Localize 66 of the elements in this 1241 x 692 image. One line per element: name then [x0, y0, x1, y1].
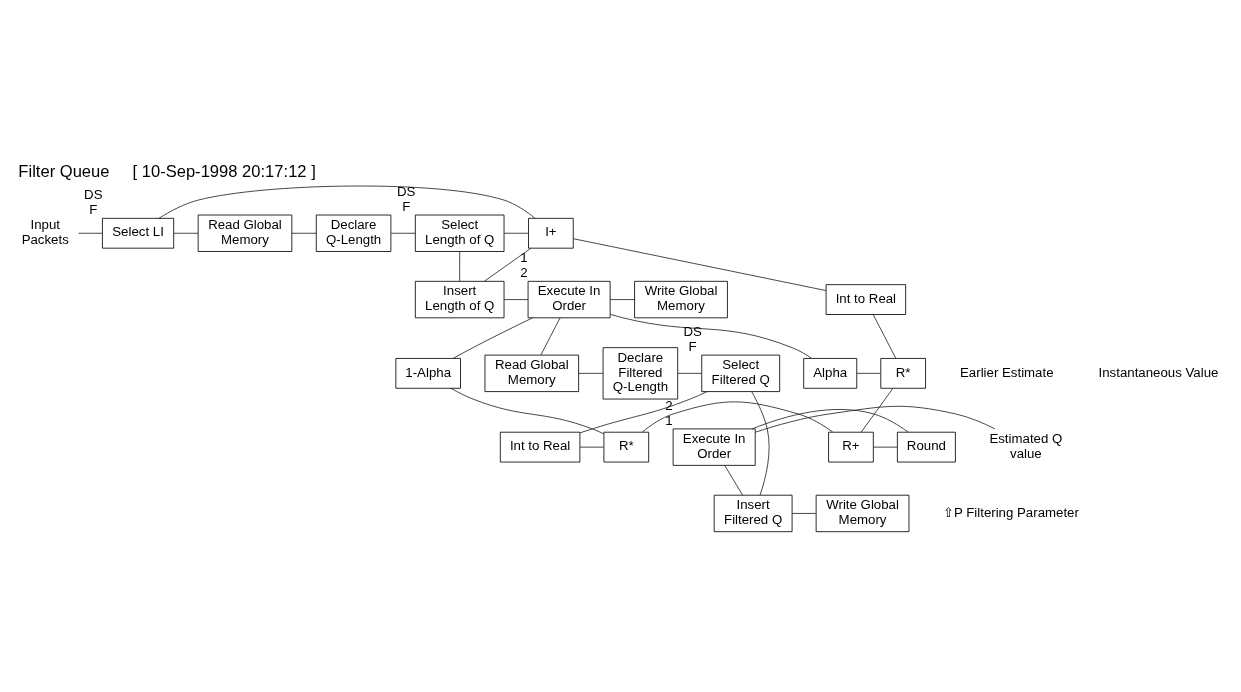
connector — [872, 314, 897, 359]
connector — [540, 317, 561, 356]
connector — [579, 446, 604, 448]
node-box: Round — [896, 431, 956, 463]
connector — [641, 401, 834, 433]
node-label: DS — [84, 187, 103, 203]
node-label: 1 — [665, 412, 673, 428]
node-label: DS — [397, 183, 416, 199]
node-box: Int to Real — [825, 284, 907, 315]
label: Earlier Estimate — [960, 364, 1054, 380]
connector — [291, 232, 317, 234]
connector — [860, 388, 894, 433]
node-label: 2 — [520, 265, 528, 281]
connector — [173, 232, 199, 234]
connector — [390, 232, 416, 234]
node-text: Input Packets — [21, 216, 69, 247]
connector — [610, 313, 813, 359]
node-label: F — [688, 338, 697, 354]
node-box: Alpha — [803, 358, 858, 389]
connector — [724, 465, 744, 496]
node-box: Select Length of Q — [414, 214, 505, 252]
connector — [754, 405, 996, 433]
connector — [459, 251, 461, 282]
connector — [579, 391, 708, 434]
diagram-title: Filter Queue [ 10-Sep-1998 20:17:12 ] — [18, 161, 316, 181]
node-box: R* — [880, 358, 926, 389]
connector — [751, 409, 909, 433]
node-label: F — [402, 198, 411, 214]
node-label: DS — [683, 323, 702, 339]
node-box: I+ — [528, 217, 574, 249]
connector — [503, 232, 529, 234]
node-box: Execute In Order — [672, 428, 756, 466]
node-box: Int to Real — [499, 431, 581, 463]
node-box: Declare Q-Length — [315, 214, 392, 252]
connector — [78, 232, 103, 234]
node-box: R+ — [828, 431, 874, 463]
connector — [856, 372, 881, 374]
node-box: R* — [603, 431, 650, 463]
connector — [484, 247, 532, 282]
node-box: 1-Alpha — [395, 358, 461, 389]
connector — [452, 317, 533, 359]
connector — [872, 446, 898, 448]
label: ⇧P Filtering Parameter — [942, 504, 1079, 520]
connector — [609, 299, 635, 300]
node-label: F — [89, 202, 98, 218]
node-box: Insert Filtered Q — [713, 494, 793, 533]
node-box: Write Global Memory — [634, 280, 728, 319]
connector — [503, 299, 529, 300]
connector — [158, 185, 536, 219]
connector — [751, 391, 770, 496]
connector — [677, 372, 702, 374]
connector — [450, 387, 604, 435]
node-box: Insert Length of Q — [414, 280, 505, 319]
node-label: 1 — [520, 250, 528, 266]
node-box: Read Global Memory — [197, 214, 293, 252]
node-box: Select LI — [102, 217, 175, 249]
node-text: Estimated Q value — [989, 430, 1063, 461]
node-box: Execute In Order — [527, 280, 611, 319]
label: Instantaneous Value — [1098, 364, 1219, 380]
node-box: Write Global Memory — [815, 494, 910, 533]
node-box: Read Global Memory — [484, 354, 580, 392]
node-box: Select Filtered Q — [701, 354, 781, 392]
connector — [572, 238, 827, 291]
connector — [578, 372, 604, 374]
node-box: Declare Filtered Q-Length — [602, 347, 679, 400]
connector — [791, 513, 817, 514]
